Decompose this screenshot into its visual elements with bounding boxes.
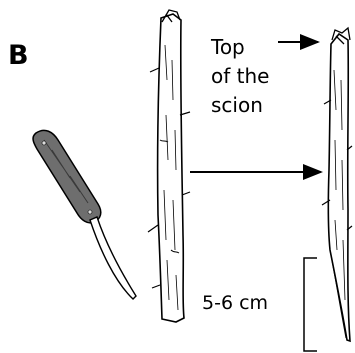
grafting-knife-icon <box>33 130 136 299</box>
cut-scion-stick-icon <box>322 28 352 341</box>
length-bracket <box>304 258 317 351</box>
scion-stick-icon <box>148 10 190 322</box>
